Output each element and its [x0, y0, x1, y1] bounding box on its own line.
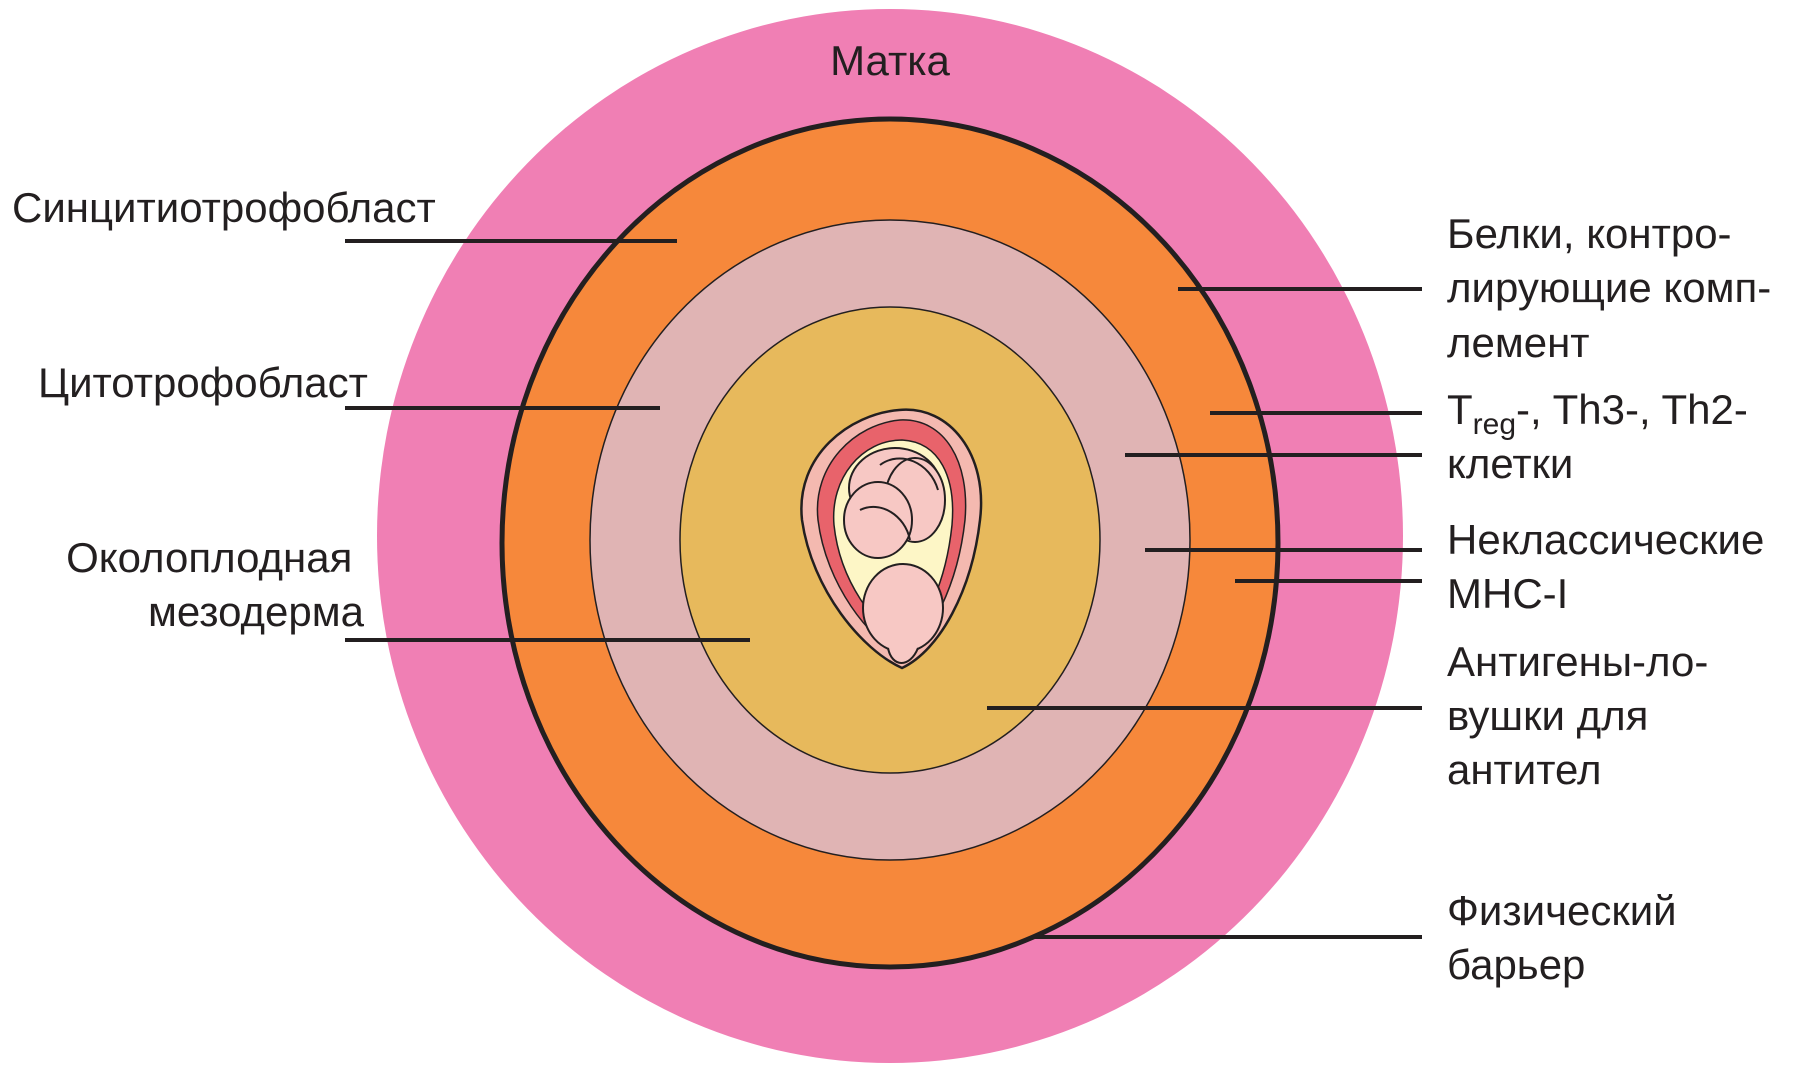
label-syncytiotrophoblast: Синцитиотрофобласт — [12, 184, 436, 231]
label-physical-barrier: Физический барьер — [1447, 887, 1688, 988]
label-cytotrophoblast: Цитотрофобласт — [38, 359, 368, 406]
label-antigen-traps: Антигены-ло- вушки для антител — [1447, 638, 1720, 793]
label-treg-cells: Treg-, Th3-, Th2- клетки — [1447, 386, 1760, 487]
label-complement-proteins: Белки, контро- лирующие комп- лемент — [1447, 210, 1783, 366]
label-mesoderm: Околоплодная мезодерма — [66, 534, 365, 635]
label-uterus: Матка — [830, 37, 950, 84]
label-nonclassical-mhc: Неклассические MHC-I — [1447, 516, 1776, 617]
